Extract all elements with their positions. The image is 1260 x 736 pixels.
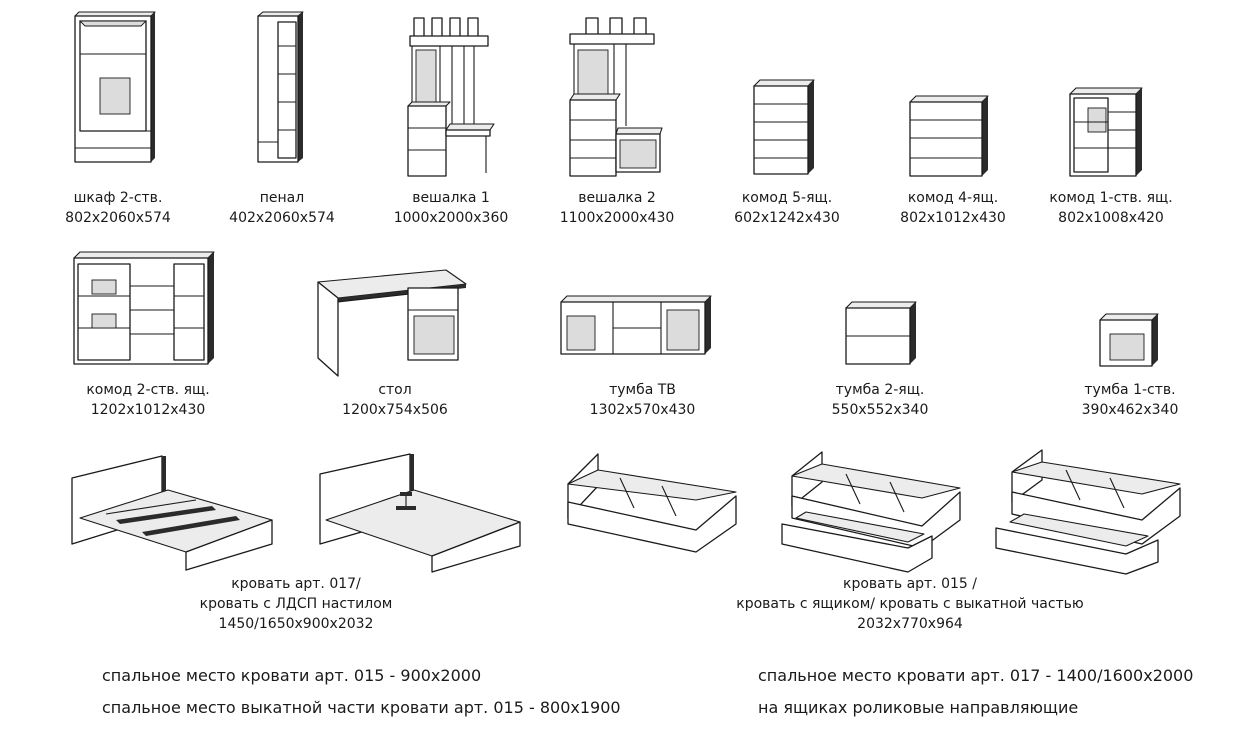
pencil-case-size: 402x2060x574 <box>229 210 335 226</box>
item-chest-4: комод 4-ящ. 802x1012x430 <box>888 8 1018 228</box>
beds-017-drawings <box>66 448 546 578</box>
nightstand-2-name: тумба 2-ящ. <box>835 382 925 398</box>
hanger-1-size: 1000x2000x360 <box>393 210 509 226</box>
tv-stand-drawing <box>560 295 712 355</box>
nightstand-2-size: 550x552x340 <box>831 402 929 418</box>
item-chest-5: комод 5-ящ. 602x1242x430 <box>722 8 852 228</box>
item-hanger-1: вешалка 1 1000x2000x360 <box>386 8 516 228</box>
item-chest-1-door: комод 1-ств. ящ. 802x1008x420 <box>1046 8 1176 228</box>
chest-4-size: 802x1012x430 <box>900 210 1006 226</box>
chest-2-door-name: комод 2-ств. ящ. <box>86 382 210 398</box>
bed-015-line-3: 2032x770x964 <box>857 616 963 632</box>
nightstand-1-name: тумба 1-ств. <box>1084 382 1176 398</box>
pencil-case-drawing <box>257 11 304 163</box>
hanger-1-drawing <box>407 17 495 177</box>
bed-017-line-3: 1450/1650x900x2032 <box>218 616 374 632</box>
hanger-2-drawing <box>569 17 663 177</box>
bed-017-ldsp-drawing <box>319 453 521 573</box>
wardrobe-size: 802x2060x574 <box>65 210 171 226</box>
bed-017-slats-drawing <box>71 455 273 571</box>
bed-015-trundle-drawing <box>995 449 1181 575</box>
bed-015-line-1: кровать арт. 015 / <box>842 576 977 592</box>
item-pencil-case: пенал 402x2060x574 <box>222 8 342 228</box>
item-tv-stand: тумба ТВ 1302x570x430 <box>555 230 730 420</box>
nightstand-2-drawing <box>845 301 917 365</box>
hanger-2-size: 1100x2000x430 <box>559 210 675 226</box>
desk-drawing <box>317 269 467 377</box>
item-nightstand-2: тумба 2-ящ. 550x552x340 <box>820 230 940 420</box>
bed-015-line-2: кровать с ящиком/ кровать с выкатной час… <box>736 596 1084 612</box>
item-hanger-2: вешалка 2 1100x2000x430 <box>552 8 682 228</box>
tv-stand-name: тумба ТВ <box>609 382 676 398</box>
bed-017-line-2: кровать с ЛДСП настилом <box>199 596 393 612</box>
chest-5-name: комод 5-ящ. <box>741 190 833 206</box>
bed-015-drawer-drawing <box>781 451 961 573</box>
chest-5-size: 602x1242x430 <box>734 210 840 226</box>
chest-4-drawing <box>909 95 989 177</box>
item-desk: стол 1200x754x506 <box>310 230 480 420</box>
chest-2-door-size: 1202x1012x430 <box>90 402 206 418</box>
note-right-1: спальное место кровати арт. 017 - 1400/1… <box>758 666 1194 685</box>
item-nightstand-1: тумба 1-ств. 390x462x340 <box>1070 230 1190 420</box>
wardrobe-drawing <box>74 11 156 163</box>
item-wardrobe: шкаф 2-ств. 802x2060x574 <box>58 8 178 228</box>
hanger-1-name: вешалка 1 <box>412 190 490 206</box>
tv-stand-size: 1302x570x430 <box>589 402 696 418</box>
desk-size: 1200x754x506 <box>342 402 448 418</box>
note-right-2: на ящиках роликовые направляющие <box>758 698 1079 717</box>
nightstand-1-drawing <box>1099 313 1159 367</box>
note-left-1: спальное место кровати арт. 015 - 900x20… <box>102 666 482 685</box>
chest-5-drawing <box>753 79 815 175</box>
chest-1-door-drawing <box>1069 87 1143 177</box>
hanger-2-name: вешалка 2 <box>578 190 656 206</box>
nightstand-1-size: 390x462x340 <box>1081 402 1179 418</box>
bed-017-line-1: кровать арт. 017/ <box>231 576 361 592</box>
wardrobe-name: шкаф 2-ств. <box>73 190 163 206</box>
chest-2-door-drawing <box>73 251 215 365</box>
beds-015-drawings <box>560 448 1200 578</box>
item-chest-2-door: комод 2-ств. ящ. 1202x1012x430 <box>68 230 228 420</box>
desk-name: стол <box>378 382 412 398</box>
note-left-2: спальное место выкатной части кровати ар… <box>102 698 621 717</box>
chest-1-door-name: комод 1-ств. ящ. <box>1049 190 1173 206</box>
chest-1-door-size: 802x1008x420 <box>1058 210 1164 226</box>
pencil-case-name: пенал <box>259 190 305 206</box>
chest-4-name: комод 4-ящ. <box>907 190 999 206</box>
bed-015-basic-drawing <box>567 453 737 553</box>
